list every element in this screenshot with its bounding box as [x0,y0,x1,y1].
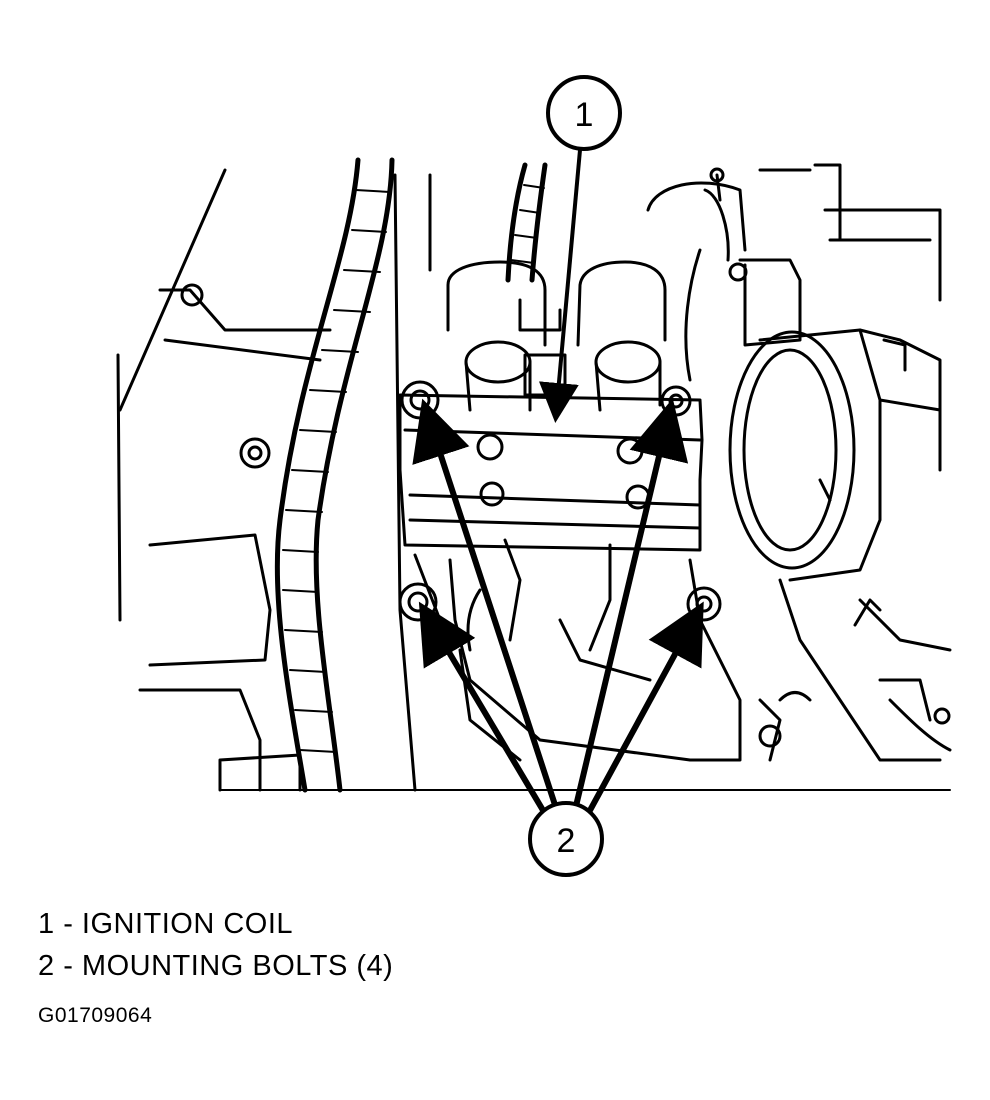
legend-label: IGNITION COIL [81,908,294,940]
callout-2-arrow-top-left [412,398,559,809]
legend-label: MOUNTING BOLTS (4) [81,950,394,982]
callout-2-arrow-top-right [573,398,689,807]
callout-2-arrow-bottom-right [585,601,704,816]
legend: 1 - IGNITION COIL 2 - MOUNTING BOLTS (4) [38,903,393,987]
callout-1-leader-arrow [538,149,582,423]
callout-1-label: 1 [575,96,594,134]
throttle-body [728,330,856,570]
callout-2-arrow-bottom-left [418,601,547,814]
legend-number: 1 [38,908,55,940]
ignition-coil-diagram: 1 2 [116,75,952,877]
callout-2-label: 2 [557,822,576,860]
callout-1: 1 [538,75,622,423]
mounting-bolt-bottom-right [686,586,722,622]
legend-number: 2 [38,950,55,982]
figure-id: G01709064 [38,1004,153,1027]
legend-separator: - [54,908,82,940]
mounting-bolt-bottom-left [398,582,438,622]
callout-2: 2 [412,398,704,877]
mounting-bolt-top-left [400,380,440,420]
engine-illustration [116,157,952,793]
legend-row-mounting-bolts: 2 - MOUNTING BOLTS (4) [38,945,393,987]
legend-row-ignition-coil: 1 - IGNITION COIL [38,903,393,945]
legend-separator: - [54,950,82,982]
